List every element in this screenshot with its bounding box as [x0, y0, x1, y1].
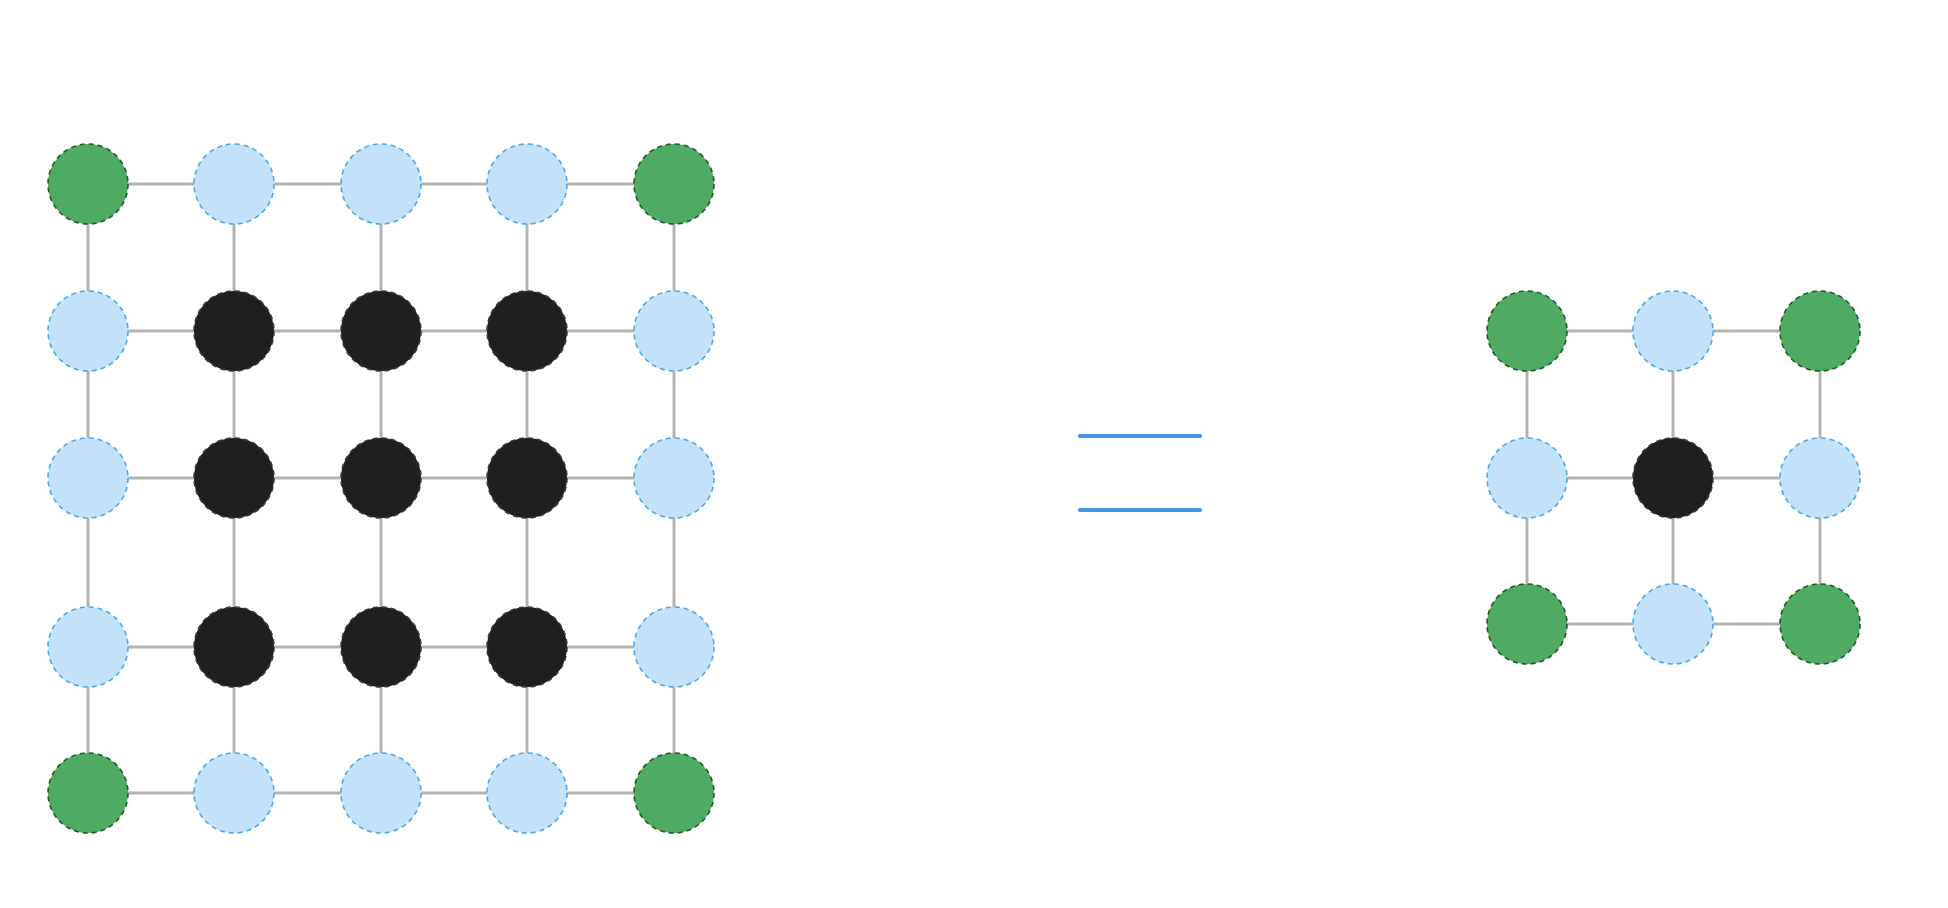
left-edge-node-2-4: [633, 437, 715, 519]
left-corner-node-4-0: [47, 752, 129, 834]
right-edge-node-0-1: [1632, 290, 1714, 372]
left-interior-node-3-1: [193, 606, 275, 688]
right-tensor-network-grid: [1486, 290, 1861, 665]
right-edge-node-2-1: [1632, 583, 1714, 665]
left-interior-node-1-1: [193, 290, 275, 372]
left-edge-node-2-0: [47, 437, 129, 519]
left-interior-node-3-2: [340, 606, 422, 688]
left-tensor-network-grid: [47, 143, 715, 834]
right-interior-node-1-1: [1632, 437, 1714, 519]
left-interior-node-1-3: [486, 290, 568, 372]
left-edge-node-4-2: [340, 752, 422, 834]
left-edge-node-1-0: [47, 290, 129, 372]
left-corner-node-4-4: [633, 752, 715, 834]
right-corner-node-2-0: [1486, 583, 1568, 665]
left-edge-node-4-3: [486, 752, 568, 834]
right-corner-node-2-2: [1779, 583, 1861, 665]
left-interior-node-2-3: [486, 437, 568, 519]
equals-sign: [1078, 434, 1202, 512]
left-corner-node-0-4: [633, 143, 715, 225]
right-corner-node-0-0: [1486, 290, 1568, 372]
left-edge-node-3-0: [47, 606, 129, 688]
left-edge-node-0-2: [340, 143, 422, 225]
left-interior-node-2-2: [340, 437, 422, 519]
left-interior-node-2-1: [193, 437, 275, 519]
right-edge-node-1-2: [1779, 437, 1861, 519]
left-edge-node-0-3: [486, 143, 568, 225]
left-edge-node-0-1: [193, 143, 275, 225]
left-edge-node-3-4: [633, 606, 715, 688]
left-interior-node-3-3: [486, 606, 568, 688]
left-edge-node-4-1: [193, 752, 275, 834]
left-corner-node-0-0: [47, 143, 129, 225]
right-corner-node-0-2: [1779, 290, 1861, 372]
left-interior-node-1-2: [340, 290, 422, 372]
left-edge-node-1-4: [633, 290, 715, 372]
right-edge-node-1-0: [1486, 437, 1568, 519]
